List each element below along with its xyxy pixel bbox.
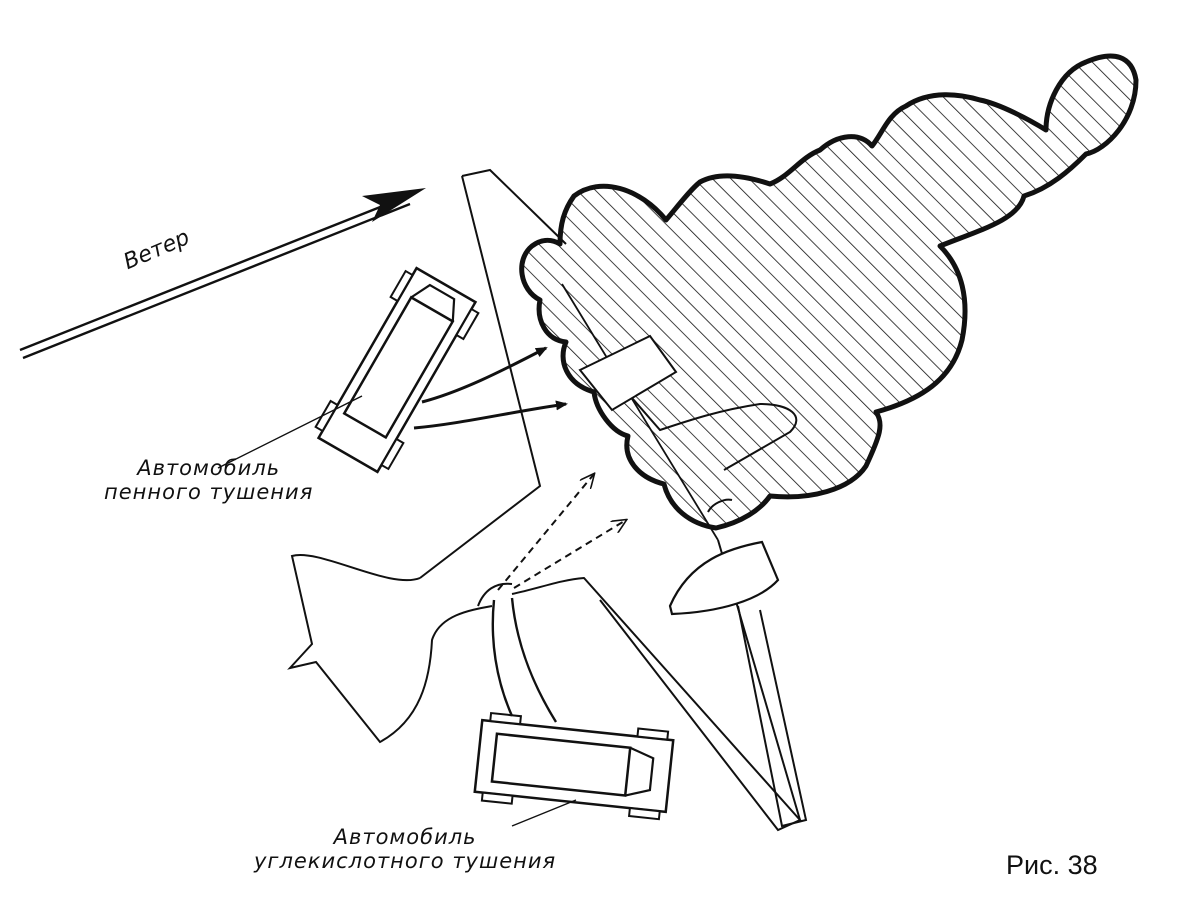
engine-nacelle <box>668 540 780 616</box>
foam-truck-label: Автомобиль пенного тушения <box>104 456 313 504</box>
co2-truck-label-line2: углекислотного тушения <box>254 849 557 874</box>
co2-truck-label: Автомобиль углекислотного тушения <box>254 825 556 873</box>
fire-zone <box>519 53 1139 541</box>
wind-arrow <box>19 188 426 360</box>
foam-truck-label-line2: пенного тушения <box>104 480 314 505</box>
foam-truck <box>314 266 480 474</box>
aircraft-right-wing <box>477 576 802 832</box>
co2-hoses <box>491 597 558 723</box>
figure-number: Рис. 38 <box>1006 850 1098 880</box>
foam-truck-label-line1: Автомобиль <box>137 456 281 480</box>
co2-truck-label-line1: Автомобиль <box>333 825 477 849</box>
co2-truck <box>473 711 675 821</box>
aircraft-left-wing <box>287 553 493 744</box>
foam-streams <box>413 346 568 430</box>
leader-lines <box>217 395 577 827</box>
co2-jets <box>497 474 626 591</box>
